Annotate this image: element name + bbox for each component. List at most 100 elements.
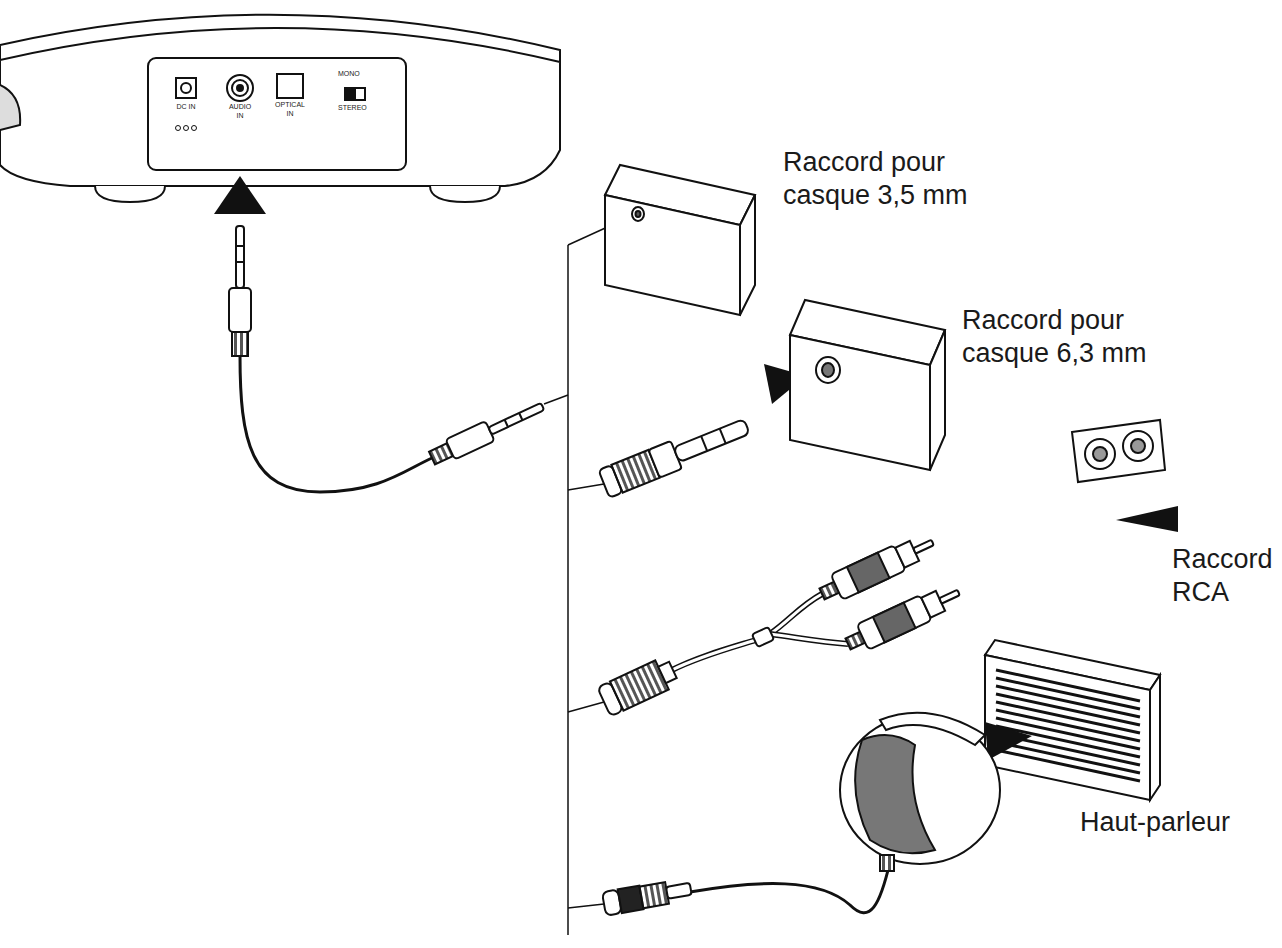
bracket-line [567, 245, 569, 935]
polarity-symbol [176, 126, 181, 131]
audio-jack [237, 85, 243, 91]
jack-cable [229, 226, 547, 492]
rca-plug-shell [895, 541, 919, 568]
part-label: Haut-parleur [1080, 806, 1280, 839]
device-top [0, 15, 560, 62]
plug-tip [673, 419, 749, 462]
plug-ring [701, 436, 707, 451]
dc-socket [181, 83, 191, 93]
part-label: Raccord RCA [1172, 543, 1282, 609]
panel-front [790, 335, 930, 470]
rca-sockets [1072, 420, 1165, 482]
panel-label: STEREO [338, 104, 382, 113]
mono-stereo-switch [345, 88, 365, 100]
audio-jack [227, 75, 253, 101]
loudspeaker [985, 640, 1160, 800]
pickup-clip [880, 713, 985, 745]
speaker-grille [996, 670, 1140, 781]
part-label: Raccord pour casque 6,3 mm [962, 304, 1202, 370]
plug-ring [236, 245, 244, 247]
optical-socket [277, 74, 303, 98]
cable [770, 594, 822, 634]
device-foot [430, 186, 500, 202]
cable [240, 355, 432, 492]
rca-plug-shell [921, 591, 945, 618]
bracket-line [568, 702, 604, 712]
panel-label: DC IN [166, 103, 206, 112]
rca-socket [1085, 439, 1115, 469]
bracket-line [568, 484, 604, 490]
rca-adapter [597, 530, 964, 717]
device-button [0, 85, 20, 130]
polarity-symbol [192, 126, 197, 131]
grille-slot [996, 702, 1140, 733]
plug-body [229, 288, 251, 332]
grille-slot [996, 694, 1140, 725]
panel-6-3 [790, 300, 945, 470]
socket-hole [816, 357, 840, 383]
socket-hole [822, 363, 834, 377]
plug-body [445, 421, 494, 460]
speaker-pickup [602, 713, 1000, 916]
adapter-collar [658, 662, 676, 683]
mono-stereo-switch [345, 88, 355, 100]
plug-ring [236, 261, 244, 263]
device-foot [95, 186, 165, 202]
grille-slot [996, 750, 1140, 781]
rca-plug-body [831, 545, 906, 600]
audio-jack [232, 80, 248, 96]
grille-slot [996, 670, 1140, 701]
jack-socket-grip [640, 882, 669, 908]
socket-hole [636, 211, 641, 217]
rca-socket [1131, 439, 1145, 453]
cable [770, 634, 848, 644]
panel-label: AUDIO IN [225, 103, 255, 120]
panel-side [930, 330, 945, 470]
plug-tip [236, 226, 244, 288]
plug-ring [519, 413, 522, 420]
socket-plate [1072, 420, 1165, 482]
grille-slot [996, 678, 1140, 709]
grille-slot [996, 742, 1140, 773]
speaker-front [985, 655, 1150, 800]
insert-arrow [985, 722, 1032, 760]
rca-socket [1093, 447, 1107, 461]
plug-tip [488, 403, 544, 435]
socket-hole [632, 207, 644, 221]
part-label: Raccord pour casque 3,5 mm [783, 146, 1023, 212]
cable [770, 634, 848, 644]
panel-label: OPTICAL IN [272, 101, 308, 118]
adapter-6-3 [598, 412, 752, 498]
panel-front [605, 195, 740, 315]
jack-socket-tail [666, 883, 692, 899]
rca-socket [1123, 431, 1153, 461]
insert-arrow [214, 176, 266, 214]
adapter-bracket [568, 214, 636, 935]
plug-strain-relief [232, 332, 248, 356]
cable-splitter [752, 627, 774, 647]
plug-ring [720, 429, 726, 444]
polarity-symbol [184, 126, 189, 131]
plug-ring [505, 420, 508, 427]
grille-slot [996, 686, 1140, 717]
speaker-side [1150, 675, 1160, 800]
panel-label: MONO [338, 70, 378, 79]
pickup-face [855, 735, 935, 853]
panel-3-5 [605, 165, 755, 315]
dc-socket [176, 78, 196, 98]
transmitter [0, 15, 560, 202]
cable [770, 594, 822, 634]
panel-side [740, 195, 755, 315]
rca-plug-body [857, 595, 932, 650]
rca-plug-grip [847, 553, 890, 593]
leader-line [544, 395, 568, 404]
cable [672, 640, 756, 670]
plug-strain-relief [880, 855, 894, 871]
back-panel [148, 58, 406, 170]
rca-plug-pin [913, 540, 934, 554]
bracket-line [568, 904, 604, 908]
rca-plug-grip [873, 603, 916, 643]
device-body [0, 28, 560, 186]
